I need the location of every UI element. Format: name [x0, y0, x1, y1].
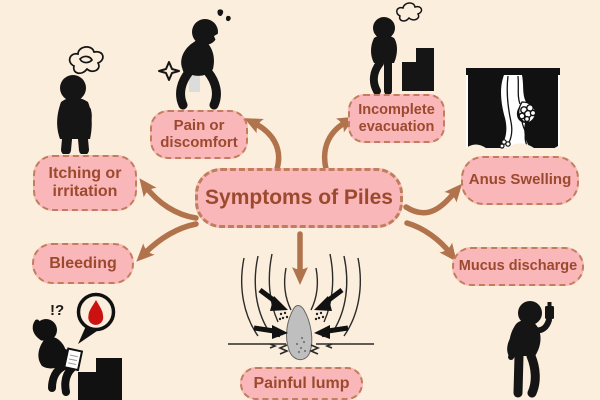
lump-shape	[286, 305, 313, 361]
wavy-bottom-edge	[464, 143, 562, 158]
arrow-to-incomplete	[322, 116, 356, 172]
top-border	[466, 68, 560, 75]
symptom-node-itching: Itching or irritation	[33, 155, 137, 211]
symptom-label: Mucus discharge	[458, 258, 578, 275]
person-silhouette	[369, 17, 397, 95]
symptom-label: Itching or irritation	[48, 165, 122, 200]
symptom-label: Painful lump	[253, 374, 350, 392]
small-lump-cluster	[499, 139, 511, 149]
toilet-icon	[402, 48, 434, 91]
symptom-node-pain: Pain or discomfort	[150, 110, 248, 159]
person-pain-illustration	[156, 8, 246, 115]
arrow-to-anus-swelling	[403, 183, 463, 216]
symptom-label: Bleeding	[49, 254, 117, 272]
confusion-scribble-icon	[395, 2, 423, 22]
symptom-node-painful-lump: Painful lump	[240, 367, 363, 400]
central-title-node: Symptoms of Piles	[195, 168, 403, 228]
anus-swelling-illustration	[464, 66, 562, 163]
person-bleeding-illustration	[16, 286, 142, 400]
pain-squiggles	[269, 343, 333, 355]
person-silhouette	[507, 301, 552, 398]
symptom-label: Incomplete evacuation	[358, 102, 435, 135]
pointer-arrows	[253, 288, 349, 339]
symptom-node-bleeding: Bleeding	[32, 243, 134, 284]
sweat-drops-icon	[217, 9, 231, 22]
confusion-scribble-icon	[68, 46, 104, 75]
toilet-paper-note	[63, 347, 84, 372]
symptom-node-incomplete-evacuation: Incomplete evacuation	[348, 94, 445, 143]
arrow-to-itching	[139, 178, 199, 221]
paper-shape	[189, 76, 200, 92]
symptom-node-mucus-discharge: Mucus discharge	[452, 247, 584, 286]
hemorrhoid-cluster-icon	[518, 104, 537, 123]
person-silhouette	[32, 319, 76, 396]
arrow-to-mucus	[404, 220, 457, 262]
person-silhouette	[176, 19, 221, 110]
arrow-to-bleeding	[136, 221, 199, 262]
person-toilet-incomplete-illustration	[344, 0, 446, 100]
symptom-node-anus-swelling: Anus Swelling	[461, 156, 579, 205]
toilet-icon	[78, 358, 122, 400]
person-itching-illustration	[46, 12, 110, 159]
left-tissue-mass	[468, 75, 507, 148]
lump-stipple	[295, 336, 307, 354]
pain-star-icon	[158, 61, 180, 81]
anatomy-fold-lines	[228, 253, 374, 345]
person-mucus-illustration	[490, 296, 566, 400]
symptom-label: Pain or discomfort	[160, 116, 238, 151]
diagram-title: Symptoms of Piles	[205, 186, 393, 210]
exclamation-annotation: !?	[50, 302, 65, 319]
right-tissue-mass	[516, 75, 558, 148]
painful-lump-illustration	[220, 250, 382, 379]
arrow-to-pain	[244, 118, 282, 172]
person-silhouette	[57, 75, 92, 155]
symptom-label: Anus Swelling	[468, 171, 572, 189]
blood-drop-icon	[88, 300, 104, 325]
bottle-icon	[545, 302, 554, 319]
